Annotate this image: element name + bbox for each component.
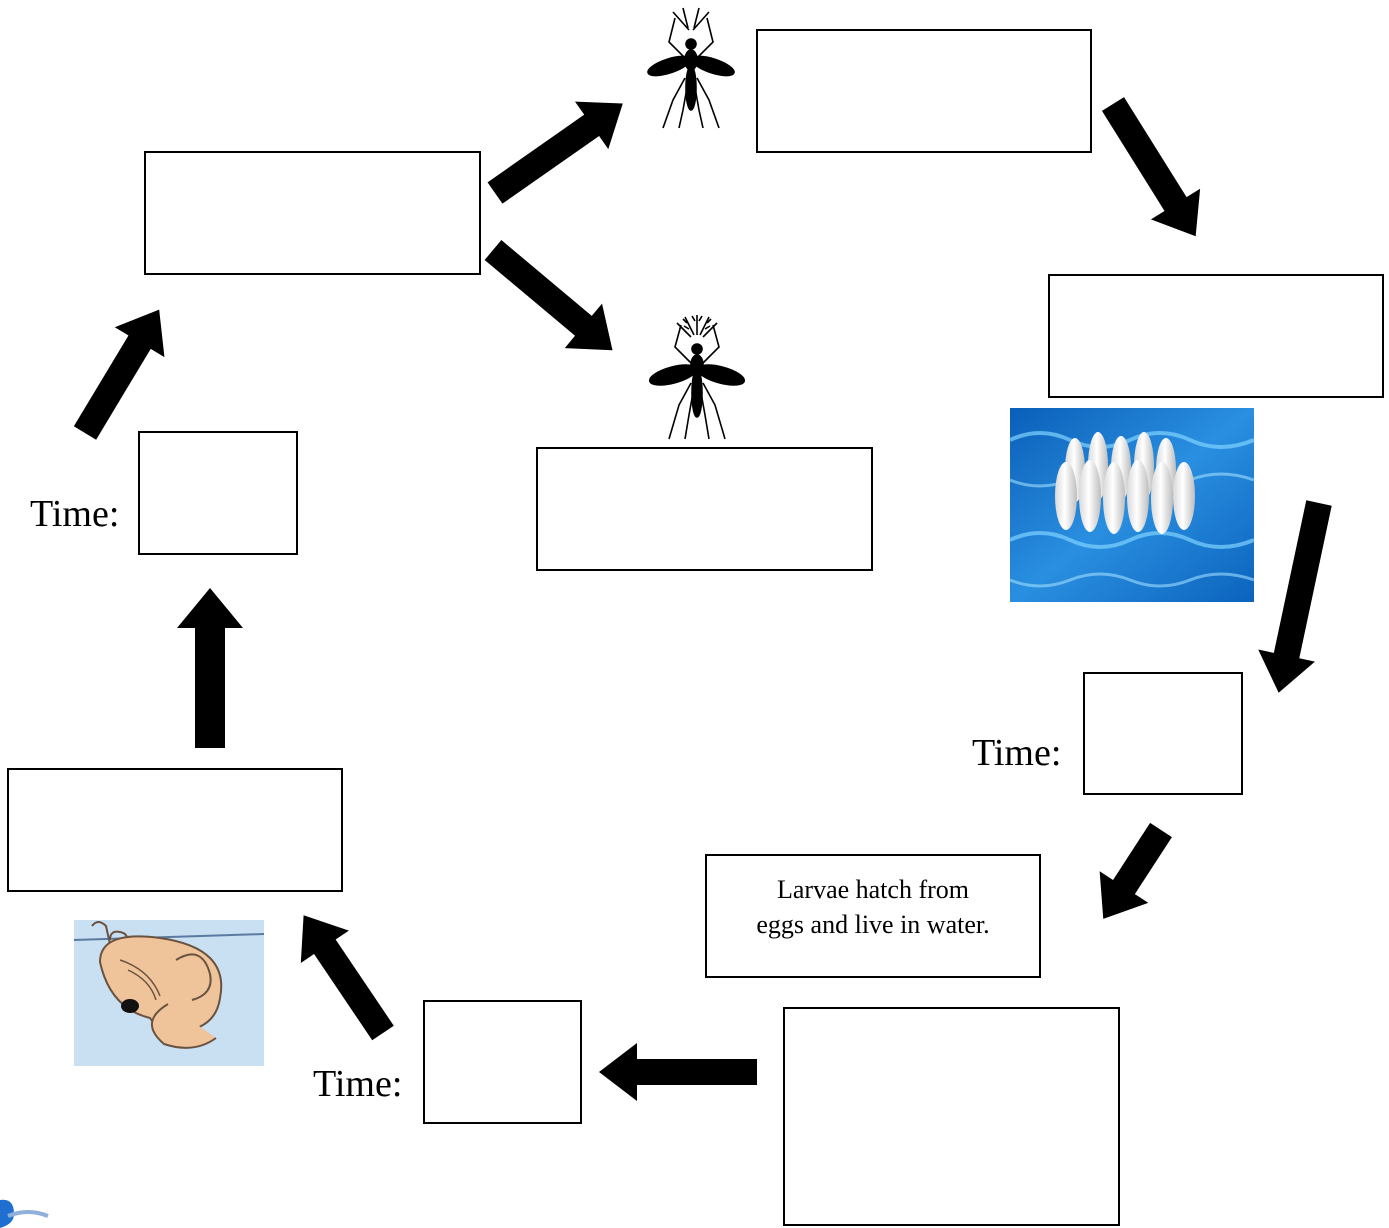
arrow-to-male: [484, 240, 613, 351]
mosquito-female-icon: [647, 7, 735, 129]
upper-left-answer-box[interactable]: [144, 151, 481, 275]
eggs-on-water-icon: [1009, 408, 1255, 602]
top-right-answer-box[interactable]: [756, 29, 1092, 153]
left-answer-box[interactable]: [7, 768, 343, 892]
arrow-pupa-to-time: [177, 588, 243, 748]
larvae-note-line-2: eggs and live in water.: [756, 910, 990, 940]
larvae-note-box: Larvae hatch from eggs and live in water…: [705, 854, 1041, 978]
time-label-right: Time:: [972, 732, 1062, 774]
logo-fragment-icon: [0, 1199, 49, 1228]
bottom-answer-box[interactable]: [783, 1007, 1120, 1226]
bottom-time-box[interactable]: [423, 1000, 582, 1124]
pupa-icon: [73, 920, 265, 1066]
left-time-box[interactable]: [138, 431, 298, 555]
arrow-female-to-eggs: [1101, 97, 1201, 237]
arrow-eggs-to-time: [1258, 500, 1332, 693]
mosquito-male-icon: [648, 315, 746, 440]
arrow-time-to-larvae: [1099, 822, 1172, 919]
larvae-note-line-1: Larvae hatch from: [776, 875, 969, 904]
arrow-time-to-adult: [73, 309, 165, 440]
right-time-box[interactable]: [1083, 672, 1243, 795]
arrow-to-female: [487, 101, 623, 204]
middle-answer-box[interactable]: [536, 447, 873, 571]
arrow-time-to-pupa: [300, 915, 394, 1041]
arrow-larvae-to-time: [599, 1043, 757, 1101]
right-answer-box[interactable]: [1048, 274, 1384, 398]
time-label-bottom: Time:: [313, 1063, 403, 1105]
time-label-left: Time:: [30, 493, 120, 535]
